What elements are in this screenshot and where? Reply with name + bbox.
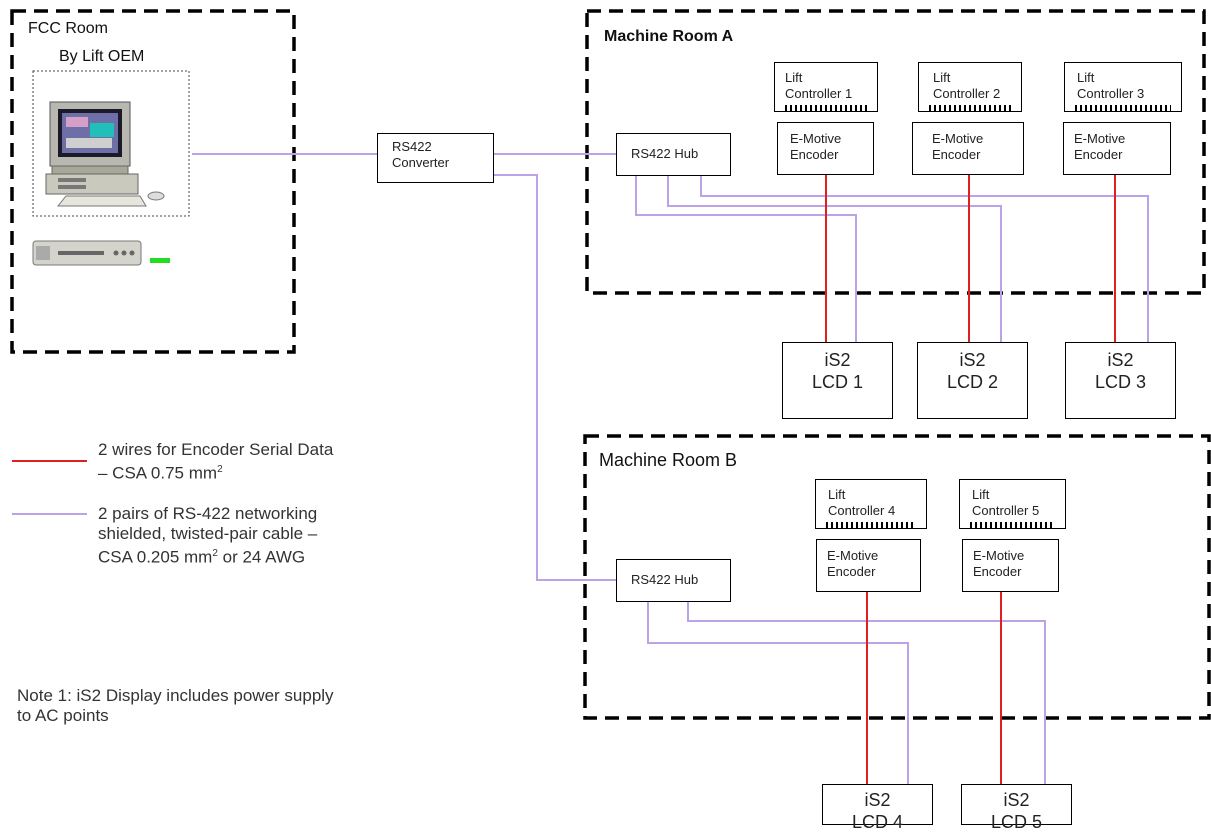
legend-purple-text-2: shielded, twisted-pair cable – [98,524,318,543]
machine-room-b-outline [583,434,1211,720]
connector-pins-icon [929,105,1011,112]
e-motive-encoder-4: E-Motive Encoder [816,539,921,592]
controller-label: Lift [828,487,846,502]
lcd-label: iS2 [1107,350,1134,370]
note-line-1: Note 1: iS2 Display includes power suppl… [17,686,334,705]
encoder-label: Encoder [1074,147,1123,162]
lcd-label: iS2 [864,790,891,810]
fcc-room-outline [10,9,296,354]
rs422-hub-a: RS422 Hub [616,133,731,176]
legend-red-text-1: 2 wires for Encoder Serial Data [98,440,334,459]
legend-purple-text-3: CSA 0.205 mm2 or 24 AWG [98,544,317,568]
controller-label: Controller 5 [972,503,1040,518]
converter-label-line1: RS422 [392,139,432,154]
controller-label: Controller 1 [785,86,853,101]
connector-pins-icon [970,522,1055,529]
encoder-label: E-Motive [932,131,984,146]
encoder-label: Encoder [932,147,981,162]
fcc-room-title: FCC Room [28,20,109,37]
lcd-label: LCD 4 [851,812,904,832]
fcc-room-subtitle: By Lift OEM [59,48,145,65]
encoder-label: E-Motive [1074,131,1126,146]
dvr-recorder-icon [32,240,142,266]
cable-hub-a-to-lcd1 [635,175,857,342]
legend-purple-awg: or 24 AWG [217,547,306,567]
lift-controller-5: Lift Controller 5 [959,479,1066,529]
legend-red-text-2: – CSA 0.75 mm2 [98,460,333,484]
controller-label: Lift [933,70,951,85]
encoder-label: E-Motive [827,548,879,563]
machine-room-b-title: Machine Room B [599,450,738,470]
lcd-label: LCD 1 [811,372,864,392]
legend-purple-text-1: 2 pairs of RS-422 networking [98,504,318,523]
lift-controller-1: Lift Controller 1 [774,62,878,112]
connector-pins-icon [1075,105,1171,112]
encoder-label: E-Motive [790,131,842,146]
computer-workstation-icon [45,101,165,207]
e-motive-encoder-2: E-Motive Encoder [912,122,1024,175]
lcd-label: iS2 [959,350,986,370]
encoder-label: E-Motive [973,548,1025,563]
legend-red-csa: – CSA 0.75 mm [98,463,218,483]
note-text: Note 1: iS2 Display includes power suppl… [17,686,334,726]
oem-workstation-frame [32,70,190,217]
rs422-hub-b: RS422 Hub [616,559,731,602]
connector-pins-icon [785,105,867,112]
lcd-label: iS2 [824,350,851,370]
cable-hub-a-to-lcd3 [700,175,1149,342]
converter-label-line2: Converter [392,155,450,170]
controller-label: Lift [1077,70,1095,85]
controller-label: Lift [785,70,803,85]
lcd-label: LCD 5 [990,812,1043,832]
lift-controller-3: Lift Controller 3 [1064,62,1182,112]
encoder-label: Encoder [827,564,876,579]
machine-room-a-title: Machine Room A [604,28,734,45]
controller-label: Controller 4 [828,503,896,518]
connector-pins-icon [826,522,916,529]
encoder-label: Encoder [973,564,1022,579]
superscript: 2 [212,548,218,559]
note-line-2: to AC points [17,706,109,725]
superscript: 2 [217,464,223,475]
controller-label: Controller 3 [1077,86,1145,101]
status-led-icon [150,258,170,263]
e-motive-encoder-5: E-Motive Encoder [962,539,1059,592]
legend-rs422-cable: 2 pairs of RS-422 networking shielded, t… [98,504,317,568]
legend-encoder-wire: 2 wires for Encoder Serial Data – CSA 0.… [98,440,333,484]
controller-label: Controller 2 [933,86,1001,101]
cable-hub-a-to-lcd2 [667,175,1002,342]
legend-purple-csa: CSA 0.205 mm [98,547,213,567]
hub-b-label: RS422 Hub [631,572,699,587]
controller-label: Lift [972,487,990,502]
e-motive-encoder-1: E-Motive Encoder [777,122,874,175]
e-motive-encoder-3: E-Motive Encoder [1063,122,1171,175]
cable-hub-b-to-lcd4 [647,601,909,784]
encoder-label: Encoder [790,147,839,162]
rs422-converter: RS422 Converter [377,133,494,183]
lift-controller-4: Lift Controller 4 [815,479,927,529]
lift-controller-2: Lift Controller 2 [918,62,1022,112]
lcd-label: iS2 [1003,790,1030,810]
lcd-label: LCD 2 [946,372,999,392]
machine-room-a-outline [585,9,1206,295]
lcd-label: LCD 3 [1094,372,1147,392]
cable-converter-to-hub-b [493,174,616,581]
hub-a-label: RS422 Hub [631,146,699,161]
